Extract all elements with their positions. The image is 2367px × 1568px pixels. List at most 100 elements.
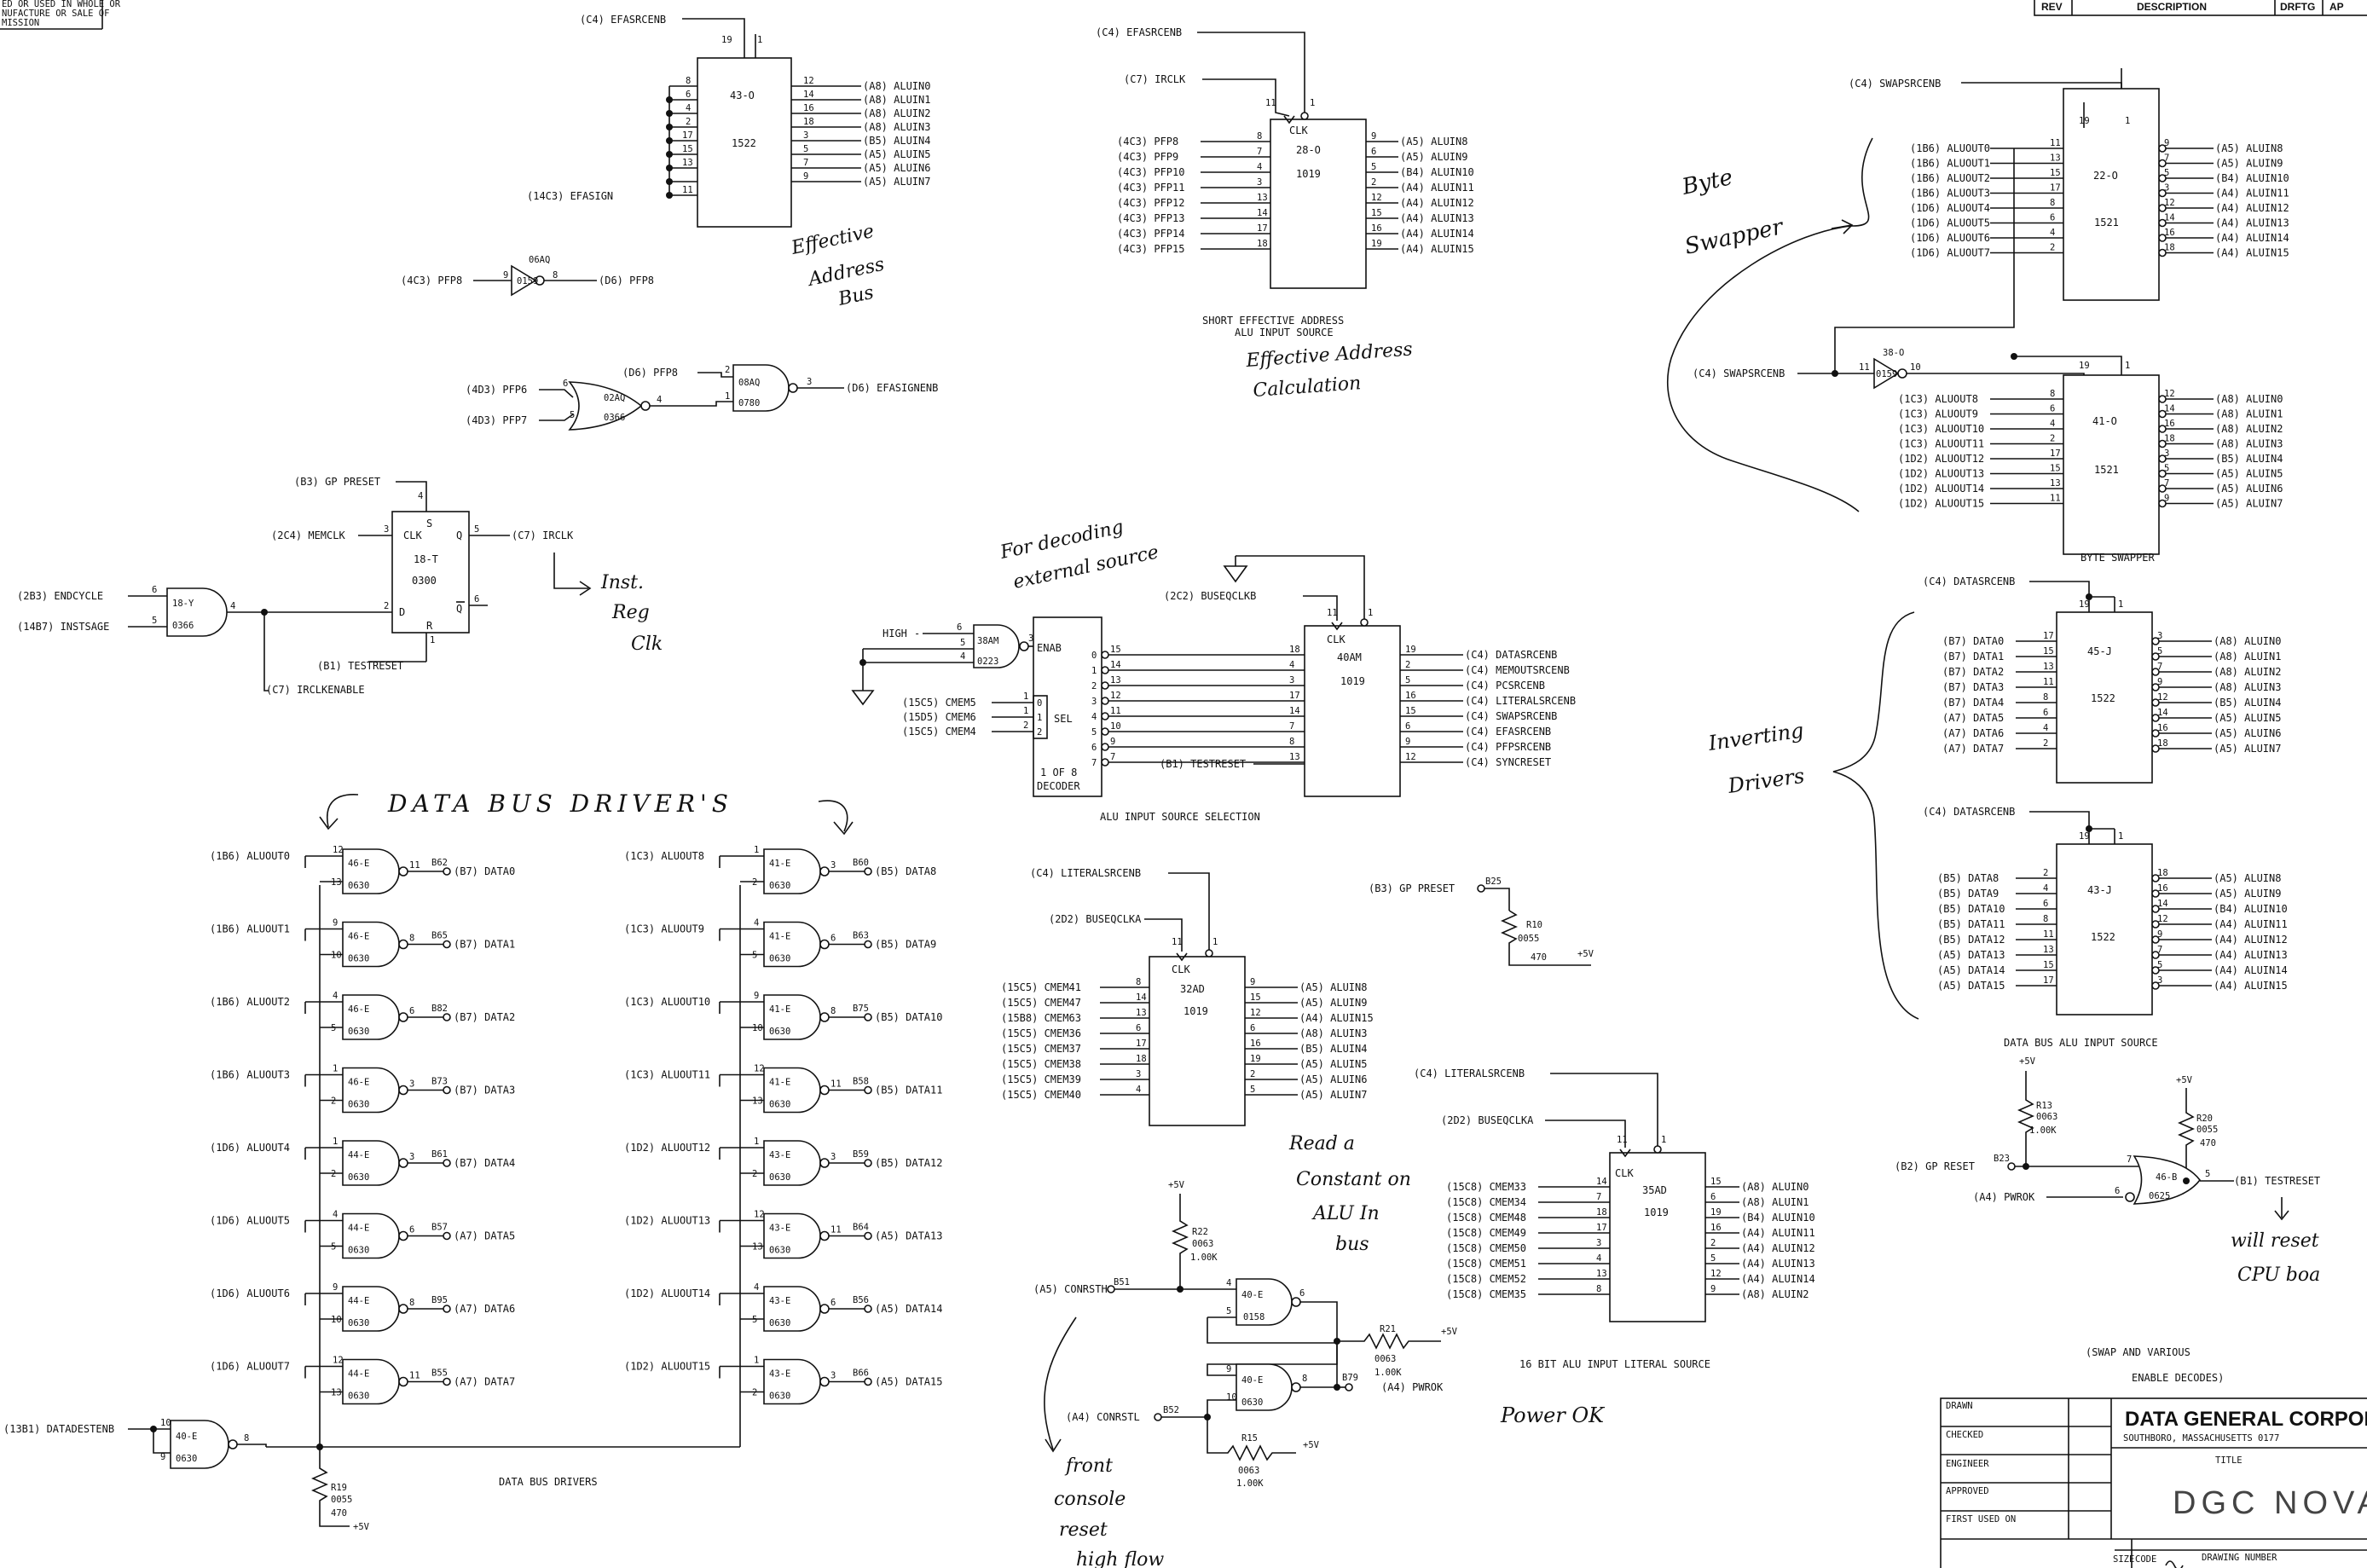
driver-input: (1B6) ALUOUT0: [210, 850, 290, 862]
pin-number: 6: [1136, 1023, 1141, 1033]
gate-id: 46-E: [348, 1078, 369, 1088]
gate-id: 18-Y: [172, 599, 194, 609]
gate-id: 41-E: [769, 1004, 790, 1015]
inversion-bubble: [2158, 409, 2167, 419]
input-signal: (2B3) ENDCYCLE: [17, 590, 103, 602]
input-signal: (1D6) ALUOUT7: [1910, 247, 1990, 259]
pin-number: 12: [1110, 691, 1121, 701]
output-node: [443, 1377, 451, 1386]
output-signal: (A5) ALUIN8: [1299, 981, 1367, 993]
output-signal: (A5) ALUIN5: [1299, 1058, 1367, 1070]
pin-number: 3: [384, 524, 389, 535]
chip-part: 1522: [732, 137, 756, 149]
gate-id: 46-E: [348, 932, 369, 942]
svg-text:Read a: Read a: [1288, 1133, 1355, 1154]
title-block: DRAWN CHECKED ENGINEER APPROVED FIRST US…: [1940, 1397, 2367, 1568]
pin-number: 17: [1596, 1223, 1607, 1233]
pin-number: 1: [1212, 937, 1218, 947]
literal-src-caption: 16 BIT ALU INPUT LITERAL SOURCE: [1519, 1358, 1710, 1370]
note-decoding: For decoding external source: [998, 517, 1160, 593]
out-bit: 4: [1091, 712, 1097, 722]
pin-number: 1: [430, 635, 435, 645]
driver-output: (B5) DATA9: [875, 939, 936, 951]
inversion-bubble: [398, 1158, 408, 1168]
pin-number: 11: [1110, 706, 1121, 716]
inversion-bubble: [398, 1085, 408, 1096]
gate-part: 0366: [604, 413, 625, 423]
pin-number: 4: [1257, 162, 1262, 172]
note-read-constant: Read a Constant on ALU In bus: [1288, 1133, 1411, 1255]
enable-signal: (C4) LITERALSRCENB: [1030, 867, 1141, 879]
sel-input: (15D5) CMEM6: [902, 711, 976, 723]
inversion-bubble: [819, 1230, 830, 1241]
pin-number: 2: [752, 1169, 757, 1179]
out-bit: 2: [1091, 681, 1097, 691]
decoder-label: DECODER: [1037, 780, 1080, 792]
pin-number: 11: [1617, 1135, 1628, 1145]
conrst-circuit: (A5) CONRSTH B51 +5V R22 0063 1.00K 40-E…: [1033, 1180, 1458, 1489]
pin-number: 6: [1299, 1288, 1305, 1299]
input-signal: (15C8) CMEM33: [1446, 1181, 1526, 1193]
driver-input: (1D6) ALUOUT4: [210, 1142, 290, 1154]
pin-number: 13: [1110, 675, 1121, 686]
output-signal: (A4) ALUIN13: [2214, 949, 2288, 961]
resistor-ref: R13: [2036, 1101, 2052, 1111]
gate-part: 0630: [769, 881, 790, 891]
pin-number: 6: [152, 585, 157, 595]
resistor-value: 470: [1531, 952, 1547, 963]
pin-number: 4: [2050, 419, 2055, 429]
pin-number: 6: [2115, 1186, 2120, 1196]
pin-number: 18: [2164, 434, 2175, 444]
gate-id: 40-E: [176, 1432, 197, 1442]
output-signal: (A5) ALUIN6: [2215, 483, 2283, 495]
gate-id: 44-E: [348, 1369, 369, 1380]
resistor-value: 1.00K: [1374, 1368, 1402, 1378]
pin-number: 5: [1371, 162, 1376, 172]
output-node: [864, 1231, 872, 1241]
pin-number: 9: [2157, 677, 2162, 687]
inversion-bubble: [2151, 744, 2160, 753]
inversion-bubble: [1101, 712, 1109, 720]
node-label: B60: [853, 858, 869, 868]
output-signal: (B5) ALUIN4: [863, 135, 930, 147]
driver-input: (1D2) ALUOUT14: [624, 1287, 710, 1299]
drawn-label: DRAWN: [1946, 1401, 1973, 1411]
inversion-bubble: [819, 1376, 830, 1387]
driver-output: (A7) DATA6: [454, 1303, 515, 1315]
pin-number: 4: [2043, 883, 2048, 894]
sel-bit: 1: [1037, 713, 1042, 723]
efasign-input: (14C3) EFASIGN: [527, 190, 613, 202]
pin-number: 3: [2157, 975, 2162, 986]
output-signal: (A4) ALUIN14: [1741, 1273, 1815, 1285]
pin-number: 4: [960, 651, 965, 662]
output-signal: (B5) ALUIN4: [2214, 697, 2281, 709]
inversion-bubble: [398, 1376, 408, 1387]
pin-number: 17: [682, 130, 693, 141]
output-signal: (A8) ALUIN0: [863, 80, 930, 92]
chip-43-j: 43-J 1522 (C4) DATASRCENB 19 1: [1923, 806, 2153, 1015]
inversion-bubble: [1101, 651, 1109, 659]
input-signal: (1D2) ALUOUT15: [1898, 498, 1984, 510]
output-signal: (A8) ALUIN2: [2214, 666, 2281, 678]
pin-number: 6: [957, 622, 962, 633]
input-signal: (15B8) CMEM63: [1001, 1012, 1081, 1024]
pin-number: 4: [754, 918, 759, 929]
pin-number: 7: [2157, 945, 2162, 955]
clk-label: CLK: [1289, 124, 1308, 136]
output-node: [864, 940, 872, 949]
output-signal: (A8) ALUIN0: [2214, 635, 2281, 647]
resistor-part: 0055: [1518, 934, 1539, 944]
pin-number: 4: [1226, 1278, 1231, 1288]
company-address: SOUTHBORO, MASSACHUSETTS 0177: [2123, 1433, 2279, 1444]
inversion-bubble: [2158, 174, 2167, 182]
pin-number: 10: [1226, 1392, 1237, 1403]
pin-number: 11: [409, 860, 420, 871]
pin-number: 18: [1136, 1054, 1147, 1064]
input-signal: (4C3) PFP12: [1117, 197, 1184, 209]
pin-number: 1: [757, 35, 762, 45]
input-signal: (1B6) ALUOUT1: [1910, 158, 1990, 170]
output-signal: (A8) ALUIN1: [2215, 408, 2283, 420]
